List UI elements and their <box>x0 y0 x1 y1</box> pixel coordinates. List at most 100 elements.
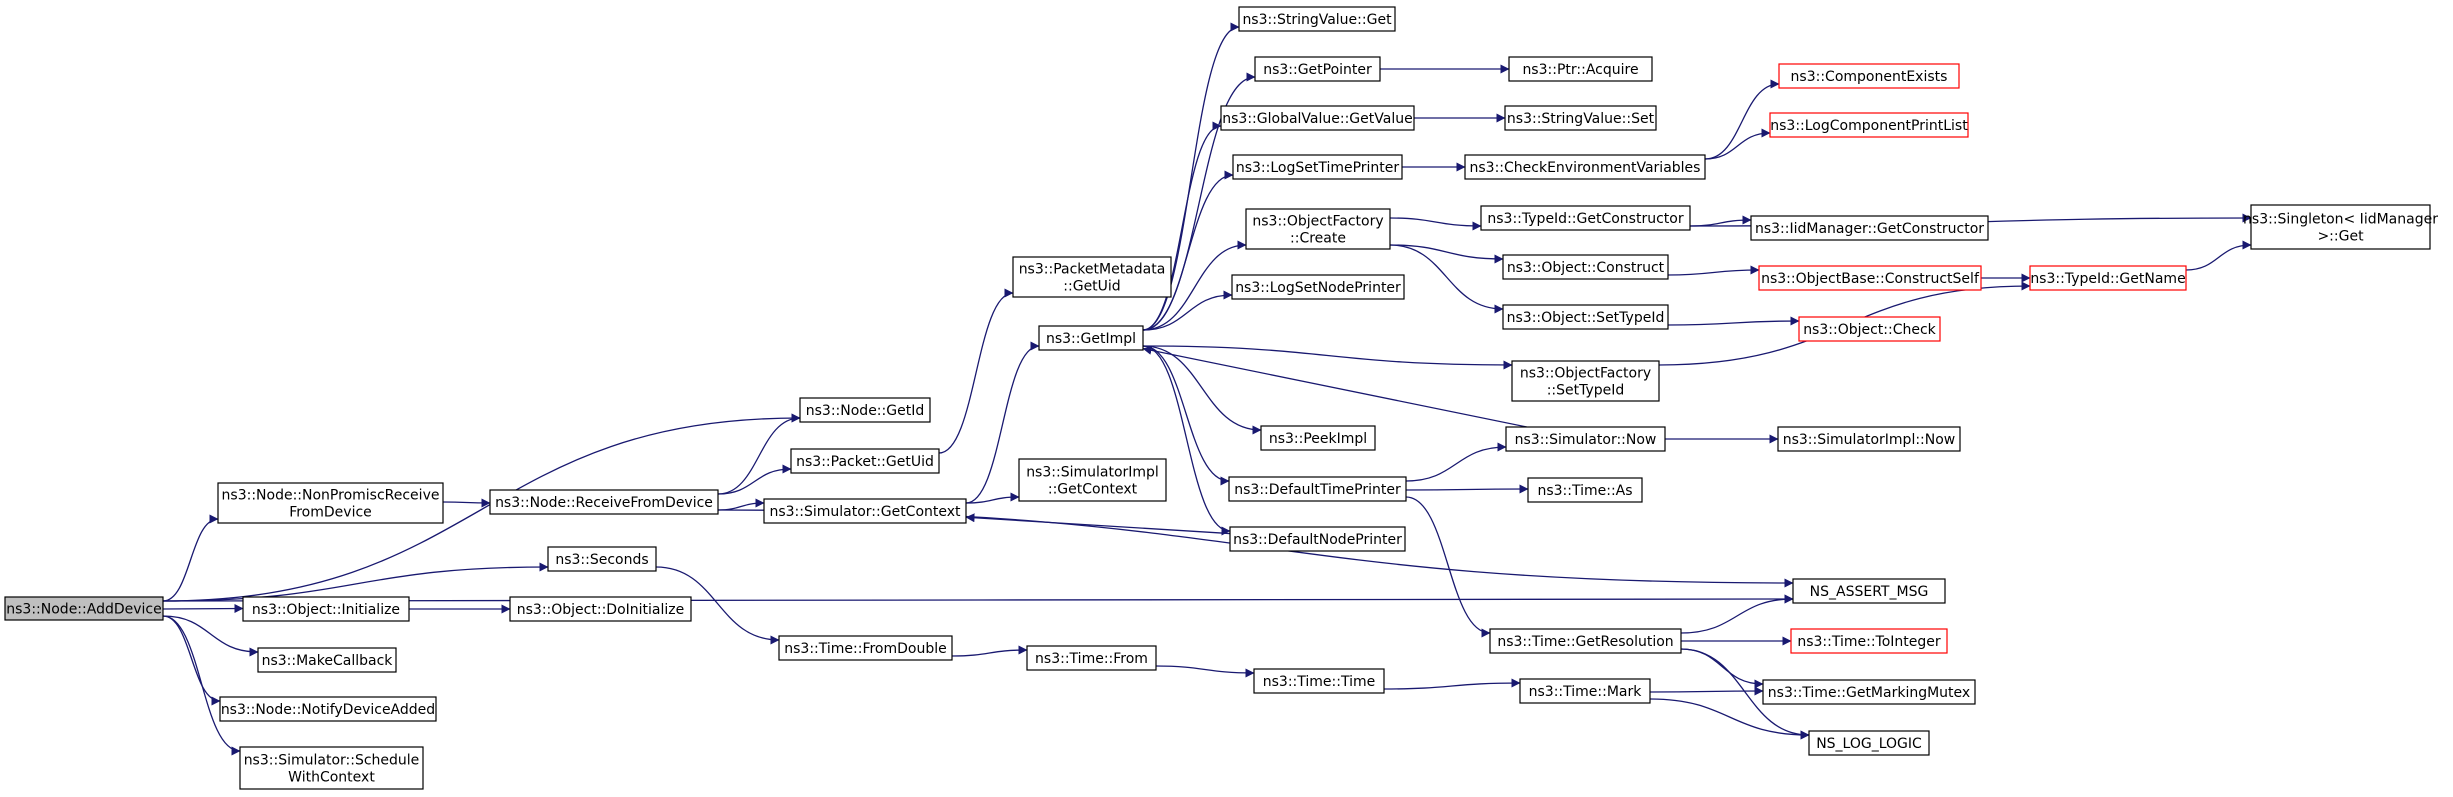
node-make-callback[interactable]: ns3::MakeCallback <box>257 647 397 673</box>
node-string-value-set[interactable]: ns3::StringValue::Set <box>1504 105 1657 131</box>
edge-sim_getcontext-to-getimpl <box>965 341 1040 504</box>
node-simulator-get-context[interactable]: ns3::Simulator::GetContext <box>763 498 967 524</box>
edge-add_device-to-node_getid <box>162 413 801 602</box>
node-peek-impl[interactable]: ns3::PeekImpl <box>1260 425 1376 451</box>
node-label: ns3::LogComponentPrintList <box>1770 118 1968 134</box>
node-box <box>1519 678 1651 704</box>
node-time-mark[interactable]: ns3::Time::Mark <box>1519 678 1651 704</box>
node-default-node-printer[interactable]: ns3::DefaultNodePrinter <box>1229 526 1406 552</box>
node-singleton-iid-manager-get[interactable]: ns3::Singleton< IidManager >::Get <box>2243 204 2438 250</box>
node-get-pointer[interactable]: ns3::GetPointer <box>1254 56 1381 82</box>
node-label: ns3::Time::GetResolution <box>1497 634 1673 650</box>
edge-recv_from_dev-to-packet_getuid <box>717 464 792 495</box>
node-object-factory-set-type-id[interactable]: ns3::ObjectFactory::SetTypeId <box>1511 360 1660 402</box>
node-label: ns3::Time::From <box>1035 651 1148 667</box>
node-simulator-now[interactable]: ns3::Simulator::Now <box>1505 426 1666 452</box>
node-time-from[interactable]: ns3::Time::From <box>1026 645 1157 671</box>
node-label: ns3::SimulatorImpl <box>1026 465 1159 481</box>
node-check-environment-variables[interactable]: ns3::CheckEnvironmentVariables <box>1464 154 1706 180</box>
node-object-construct[interactable]: ns3::Object::Construct <box>1502 254 1669 280</box>
node-label: NS_LOG_LOGIC <box>1816 736 1922 752</box>
node-time-time[interactable]: ns3::Time::Time <box>1253 668 1385 694</box>
node-type-id-get-name[interactable]: ns3::TypeId::GetName <box>2029 265 2187 291</box>
edge-time_from-to-time_time <box>1155 665 1255 678</box>
node-label: ns3::Node::NotifyDeviceAdded <box>221 702 435 718</box>
node-packet-metadata-get-uid[interactable]: ns3::PacketMetadata::GetUid <box>1012 256 1172 298</box>
node-box <box>1238 6 1396 32</box>
node-box <box>1231 274 1405 300</box>
edge-time_getresolution-to-ns_log_logic <box>1680 648 1810 740</box>
node-label: ns3::ObjectFactory <box>1520 366 1651 382</box>
node-label: ns3::Time::ToInteger <box>1797 634 1941 650</box>
node-box <box>1504 105 1657 131</box>
node-object-base-construct-self[interactable]: ns3::ObjectBase::ConstructSelf <box>1758 265 1982 291</box>
node-box <box>257 647 397 673</box>
edge-add_device-to-makecallback <box>162 615 259 657</box>
nodes-layer: ns3::Node::AddDevicens3::Node::GetIdns3:… <box>4 6 2438 790</box>
node-box <box>1502 254 1669 280</box>
node-label: ns3::Time::As <box>1537 483 1632 499</box>
node-label: ns3::Node::NonPromiscReceive <box>222 488 440 504</box>
node-box <box>1228 476 1407 502</box>
edge-getimpl-to-of_settypeid <box>1142 345 1513 370</box>
node-ptr-acquire[interactable]: ns3::Ptr::Acquire <box>1508 56 1653 82</box>
node-label: FromDevice <box>289 505 372 521</box>
edge-time_getresolution-to-ns_assert_msg <box>1680 594 1794 634</box>
edge-defaulttimeprinter-to-time_as <box>1405 484 1529 494</box>
edge-getimpl-to-logsetnodeprinter <box>1142 290 1233 331</box>
node-label: ::Create <box>1290 231 1346 247</box>
node-ns-assert-msg[interactable]: NS_ASSERT_MSG <box>1792 578 1946 604</box>
node-type-id-get-constructor[interactable]: ns3::TypeId::GetConstructor <box>1480 205 1691 231</box>
node-label: ::GetContext <box>1048 482 1138 498</box>
node-label: ns3::Object::Construct <box>1507 260 1665 276</box>
node-receive-from-device[interactable]: ns3::Node::ReceiveFromDevice <box>489 489 719 515</box>
node-box <box>1792 578 1946 604</box>
node-string-value-get[interactable]: ns3::StringValue::Get <box>1238 6 1396 32</box>
node-time-from-double[interactable]: ns3::Time::FromDouble <box>778 635 953 661</box>
node-label: ns3::Time::GetMarkingMutex <box>1768 685 1970 701</box>
edge-getimpl-to-logsettimeprinter <box>1142 170 1234 331</box>
node-object-check[interactable]: ns3::Object::Check <box>1798 316 1941 342</box>
node-box <box>1777 426 1961 452</box>
node-object-initialize[interactable]: ns3::Object::Initialize <box>242 596 410 622</box>
node-time-get-resolution[interactable]: ns3::Time::GetResolution <box>1489 628 1682 654</box>
edge-time_mark-to-time_getmarkingmutex <box>1649 686 1764 696</box>
node-simulator-impl-now[interactable]: ns3::SimulatorImpl::Now <box>1777 426 1961 452</box>
edge-recv_from_dev-to-node_getid <box>717 413 801 495</box>
node-notify-device-added[interactable]: ns3::Node::NotifyDeviceAdded <box>219 696 437 722</box>
node-log-set-node-printer[interactable]: ns3::LogSetNodePrinter <box>1231 274 1405 300</box>
node-box <box>799 397 931 423</box>
node-object-set-type-id[interactable]: ns3::Object::SetTypeId <box>1502 304 1669 330</box>
node-iid-manager-get-constructor[interactable]: ns3::IidManager::GetConstructor <box>1750 215 1989 241</box>
node-ns-log-logic[interactable]: NS_LOG_LOGIC <box>1808 730 1930 756</box>
node-box <box>1480 205 1691 231</box>
node-add-device[interactable]: ns3::Node::AddDevice <box>4 596 164 621</box>
edge-time_mark-to-ns_log_logic <box>1649 698 1810 740</box>
node-box <box>1778 63 1960 89</box>
edge-packet_getuid-to-pm_getuid <box>938 288 1014 454</box>
node-box <box>217 482 444 524</box>
node-simulator-impl-get-context[interactable]: ns3::SimulatorImpl::GetContext <box>1018 458 1167 502</box>
node-box <box>1038 325 1144 351</box>
node-packet-get-uid[interactable]: ns3::Packet::GetUid <box>790 448 940 474</box>
edge-time_fromdouble-to-time_from <box>951 645 1028 657</box>
node-log-component-print-list[interactable]: ns3::LogComponentPrintList <box>1769 112 1969 138</box>
node-get-impl[interactable]: ns3::GetImpl <box>1038 325 1144 351</box>
node-node-get-id[interactable]: ns3::Node::GetId <box>799 397 931 423</box>
node-log-set-time-printer[interactable]: ns3::LogSetTimePrinter <box>1232 154 1403 180</box>
node-object-factory-create[interactable]: ns3::ObjectFactory::Create <box>1245 208 1391 250</box>
node-global-value-get-value[interactable]: ns3::GlobalValue::GetValue <box>1220 105 1415 131</box>
node-box <box>547 546 657 572</box>
node-object-do-initialize[interactable]: ns3::Object::DoInitialize <box>509 596 692 622</box>
node-time-get-marking-mutex[interactable]: ns3::Time::GetMarkingMutex <box>1762 679 1976 705</box>
node-time-to-integer[interactable]: ns3::Time::ToInteger <box>1790 628 1948 654</box>
node-seconds[interactable]: ns3::Seconds <box>547 546 657 572</box>
node-label: ns3::Object::SetTypeId <box>1507 310 1665 326</box>
edge-defaulttimeprinter-to-time_getresolution <box>1405 496 1491 638</box>
node-time-as[interactable]: ns3::Time::As <box>1527 477 1643 503</box>
node-component-exists[interactable]: ns3::ComponentExists <box>1778 63 1960 89</box>
node-label: ns3::SimulatorImpl::Now <box>1783 432 1956 448</box>
node-default-time-printer[interactable]: ns3::DefaultTimePrinter <box>1228 476 1407 502</box>
